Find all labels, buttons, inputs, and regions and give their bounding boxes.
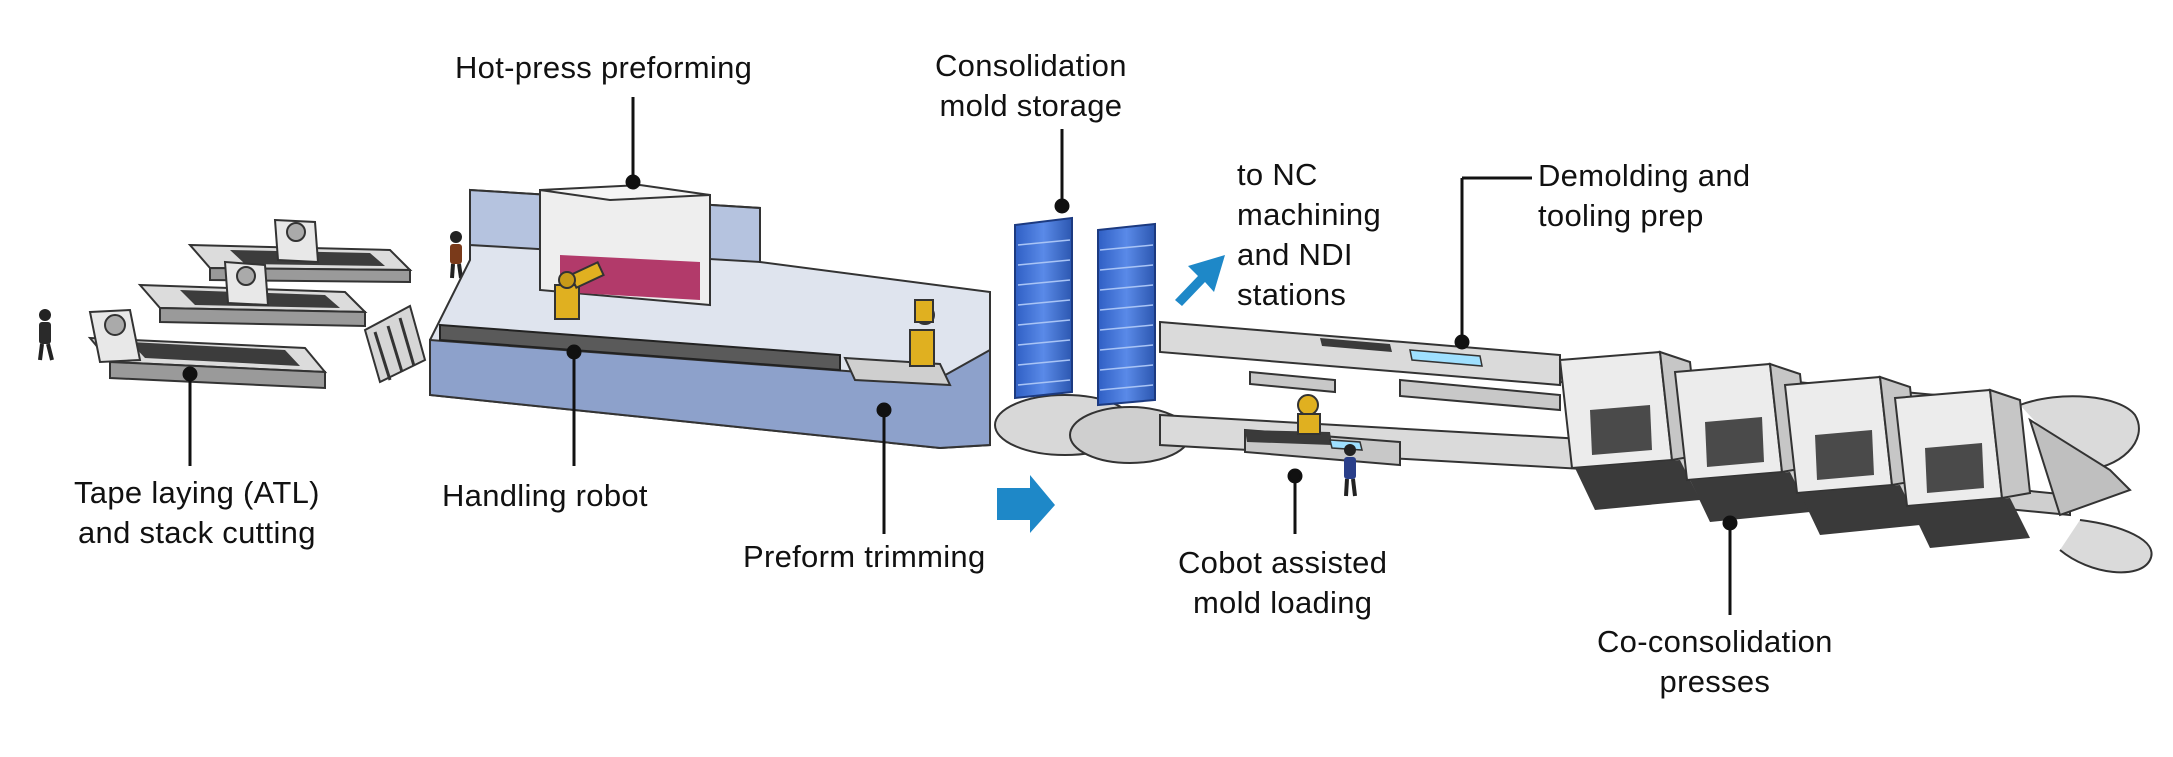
worker-center bbox=[450, 231, 463, 279]
leader-dot-hot-press bbox=[625, 174, 641, 190]
atl-machines bbox=[87, 218, 427, 390]
trimming-robot bbox=[909, 299, 935, 367]
label-line: presses bbox=[1659, 664, 1771, 699]
label-line: tooling prep bbox=[1538, 198, 1704, 233]
label-hot-press-preforming: Hot-press preforming bbox=[455, 48, 752, 88]
hot-press-cell bbox=[429, 183, 991, 450]
label-line: and NDI bbox=[1237, 237, 1353, 272]
worker-left bbox=[38, 309, 54, 361]
label-line: Tape laying (ATL) bbox=[74, 475, 320, 510]
co-consolidation-presses bbox=[1558, 350, 2032, 548]
arrow-up-right-icon bbox=[1175, 255, 1225, 306]
leader-dot-presses bbox=[1722, 515, 1738, 531]
label-demolding: Demolding and tooling prep bbox=[1538, 156, 1750, 236]
atl-machine-1 bbox=[187, 218, 413, 284]
press-4 bbox=[1893, 388, 2032, 548]
atl-machine-3 bbox=[87, 308, 328, 390]
label-line: stations bbox=[1237, 277, 1347, 312]
leader-dot-tape-laying bbox=[182, 366, 198, 382]
leader-lines bbox=[182, 97, 1738, 615]
stack-cutting-rack bbox=[363, 304, 427, 384]
leader-dot-preform-trimming bbox=[876, 402, 892, 418]
label-line: Consolidation bbox=[935, 48, 1127, 83]
leader-dot-handling-robot bbox=[566, 344, 582, 360]
label-line: mold loading bbox=[1192, 585, 1373, 620]
worker-cobot bbox=[1344, 444, 1357, 497]
label-line: mold storage bbox=[939, 88, 1123, 123]
label-line: Handling robot bbox=[442, 478, 648, 513]
label-line: Cobot assisted bbox=[1178, 545, 1388, 580]
press-3 bbox=[1783, 375, 1922, 535]
atl-machine-2 bbox=[137, 260, 368, 328]
press-2 bbox=[1673, 362, 1812, 522]
label-line: Demolding and bbox=[1538, 158, 1751, 193]
label-handling-robot: Handling robot bbox=[442, 476, 648, 516]
label-line: Preform trimming bbox=[743, 539, 986, 574]
arrow-right-icon bbox=[997, 475, 1055, 533]
label-cobot: Cobot assisted mold loading bbox=[1178, 543, 1387, 623]
leader-dot-demolding bbox=[1454, 334, 1470, 350]
cobot bbox=[1297, 394, 1321, 435]
leader-dot-mold-storage bbox=[1054, 198, 1070, 214]
label-line: and stack cutting bbox=[78, 515, 316, 550]
label-line: Co-consolidation bbox=[1597, 624, 1833, 659]
storage-rack-1 bbox=[1014, 216, 1073, 400]
label-co-consolidation: Co-consolidation presses bbox=[1597, 622, 1833, 702]
label-line: Hot-press preforming bbox=[455, 50, 753, 85]
press-1 bbox=[1558, 350, 1702, 510]
label-line: machining bbox=[1237, 197, 1382, 232]
handling-robot bbox=[554, 260, 605, 320]
leader-dot-cobot bbox=[1287, 468, 1303, 484]
label-preform-trimming: Preform trimming bbox=[743, 537, 986, 577]
label-to-nc-machining: to NC machining and NDI stations bbox=[1237, 155, 1381, 315]
storage-rack-2 bbox=[1097, 222, 1156, 407]
label-line: to NC bbox=[1237, 157, 1318, 192]
label-mold-storage: Consolidation mold storage bbox=[935, 46, 1127, 126]
label-tape-laying: Tape laying (ATL) and stack cutting bbox=[74, 473, 320, 553]
